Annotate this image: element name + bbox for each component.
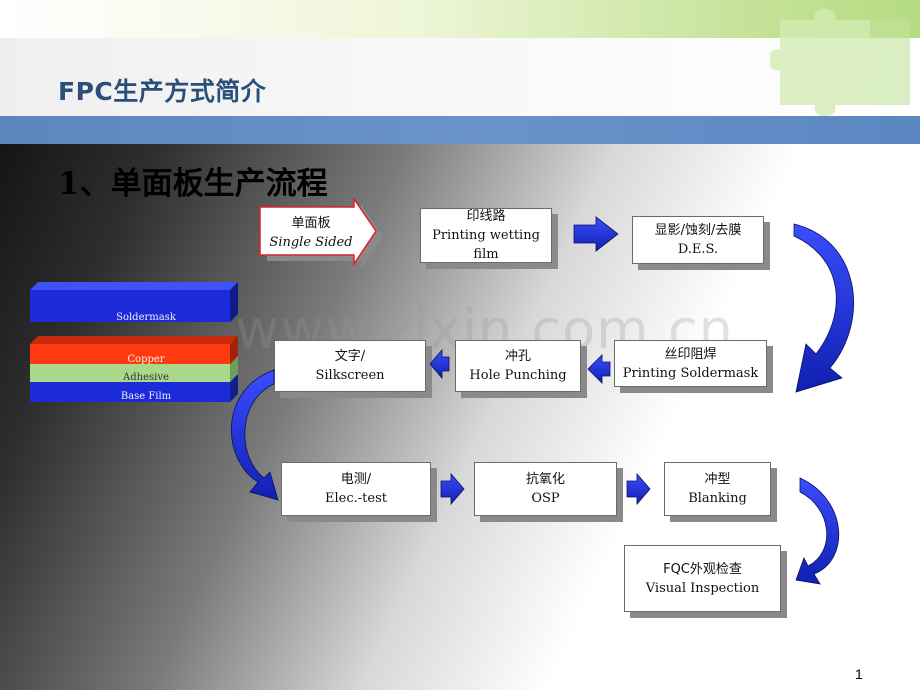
- step-en: Hole Punching: [469, 368, 567, 383]
- step-printing-wetting-film: 印线路 Printing wetting film: [420, 208, 552, 263]
- step-cn: 丝印阻焊: [664, 346, 717, 362]
- step-en: D.E.S.: [677, 242, 719, 257]
- step-blanking: 冲型 Blanking: [664, 462, 771, 516]
- step-des: 显影/蚀刻/去膜 D.E.S.: [632, 216, 764, 264]
- step-cn: 冲孔: [504, 349, 531, 364]
- top-band: [0, 0, 920, 38]
- step-cn: FQC外观检查: [663, 561, 742, 577]
- layer-stack-diagram: Soldermask Copper Adhesive Base Film: [30, 282, 238, 402]
- curved-arrow-icon: [795, 477, 840, 585]
- title-band: [0, 38, 920, 116]
- page-title: FPC生产方式简介: [58, 77, 267, 106]
- layer-label-base-film: Base Film: [121, 391, 172, 402]
- step-visual-inspection: FQC外观检查 Visual Inspection: [624, 545, 781, 612]
- step-cn: 印线路: [466, 209, 506, 224]
- start-label: 单面板 Single Sided: [260, 214, 362, 252]
- step-en: Printing wetting film: [432, 228, 540, 262]
- step-en: OSP: [531, 491, 560, 506]
- right-arrow-icon: [573, 216, 619, 252]
- step-osp: 抗氧化 OSP: [474, 462, 617, 516]
- step-cn: 冲型: [704, 472, 731, 487]
- left-arrow-icon: [429, 348, 450, 380]
- header-strip: [0, 116, 920, 144]
- step-hole-punching: 冲孔 Hole Punching: [455, 340, 581, 392]
- curved-arrow-icon: [793, 223, 855, 393]
- step-en: Visual Inspection: [645, 580, 760, 596]
- step-printing-soldermask: 丝印阻焊 Printing Soldermask: [614, 340, 767, 387]
- step-cn: 电测/: [340, 472, 372, 487]
- puzzle-piece-decoration: [770, 8, 910, 116]
- step-en: Silkscreen: [315, 368, 385, 383]
- page-number: 1: [855, 666, 863, 682]
- step-cn: 显影/蚀刻/去膜: [654, 223, 742, 238]
- right-arrow-icon: [440, 472, 465, 506]
- layer-label-soldermask: Soldermask: [116, 312, 177, 323]
- step-elec-test: 电测/ Elec.-test: [281, 462, 431, 516]
- start-label-en: Single Sided: [269, 235, 353, 250]
- step-cn: 文字/: [334, 349, 366, 364]
- layer-label-copper: Copper: [127, 354, 164, 365]
- step-en: Elec.-test: [325, 491, 387, 506]
- curved-arrow-icon: [231, 369, 279, 501]
- start-label-cn: 单面板: [291, 216, 331, 231]
- step-silkscreen: 文字/ Silkscreen: [274, 340, 426, 392]
- left-arrow-icon: [587, 354, 611, 384]
- step-en: Blanking: [688, 491, 747, 506]
- layer-label-adhesive: Adhesive: [122, 372, 169, 383]
- start-arrow-shape: [259, 198, 383, 270]
- step-en: Printing Soldermask: [622, 365, 759, 381]
- right-arrow-icon: [626, 472, 651, 506]
- step-cn: 抗氧化: [525, 472, 565, 487]
- section-title: 1、单面板生产流程: [58, 166, 328, 202]
